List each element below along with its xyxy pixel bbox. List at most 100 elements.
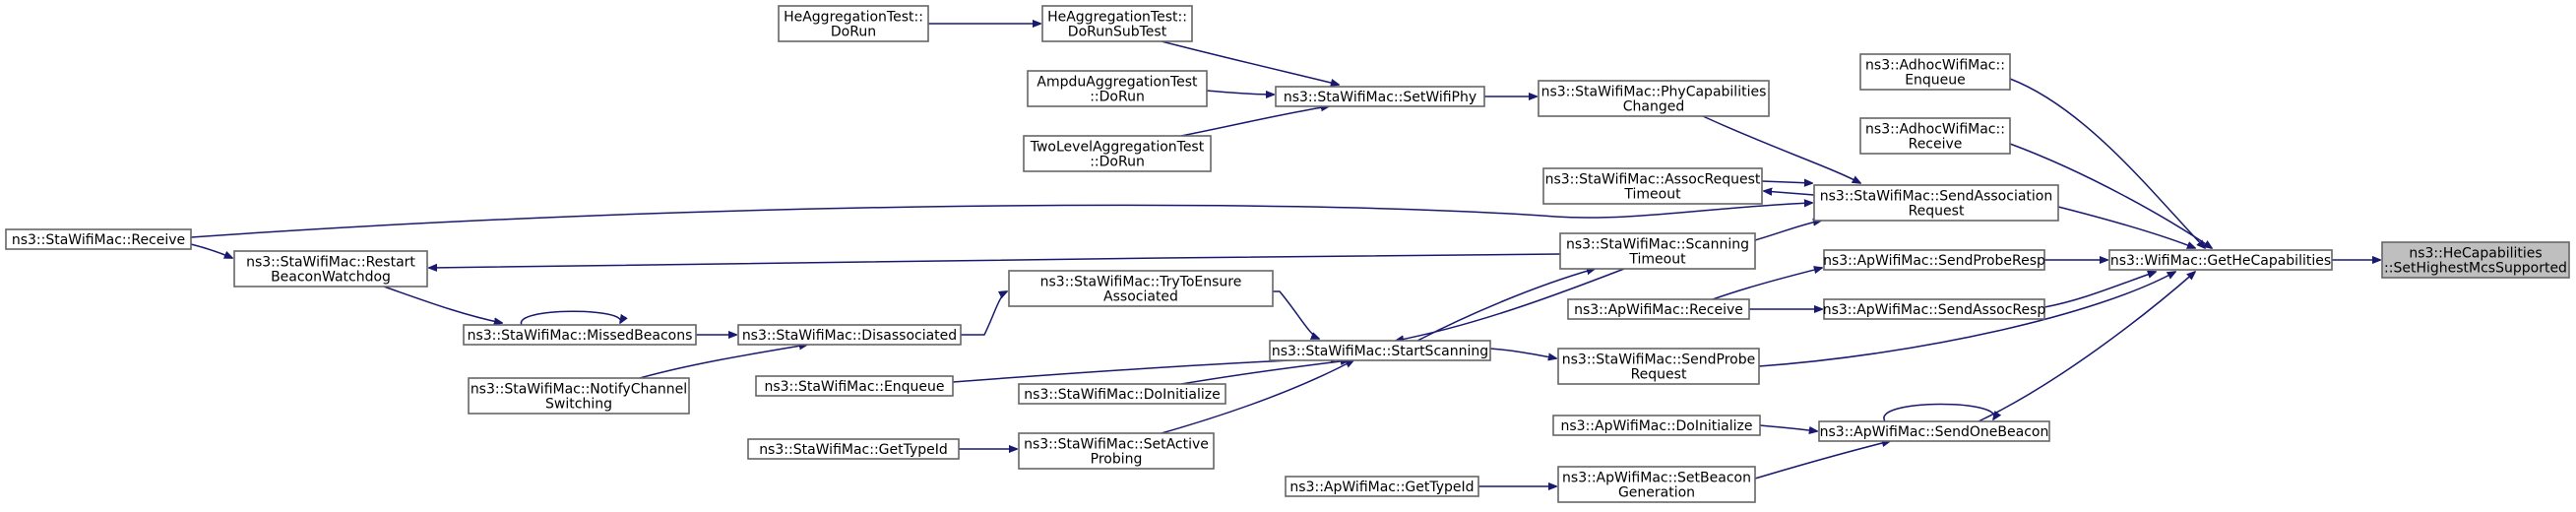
node-missed[interactable]: ns3::StaWifiMac::MissedBeacons (463, 324, 697, 346)
node-label: ::DoRun (1090, 155, 1145, 170)
node-box (1275, 86, 1485, 107)
node-probresp[interactable]: ns3::ApWifiMac::SendProbeResp (1823, 249, 2045, 271)
edge-path (1180, 106, 1329, 137)
node-assocresp[interactable]: ns3::ApWifiMac::SendAssocResp (1823, 298, 2046, 320)
node-box (1018, 383, 1226, 405)
edge-path (2009, 143, 2212, 248)
edge-phycap-to-sendassoc (1702, 115, 1860, 183)
node-startscan[interactable]: ns3::StaWifiMac::StartScanning (1269, 340, 1491, 361)
node-box (1538, 80, 1770, 117)
node-twolevel[interactable]: TwoLevelAggregationTest::DoRun (1023, 135, 1212, 172)
edge-layer (190, 24, 2380, 486)
edge-path (1489, 348, 1556, 358)
node-box (2381, 241, 2570, 279)
node-label: ns3::StaWifiMac::Receive (12, 232, 185, 248)
edge-path (1702, 115, 1860, 183)
node-sta-enq[interactable]: ns3::StaWifiMac::Enqueue (755, 375, 954, 397)
node-sta-doinit[interactable]: ns3::StaWifiMac::DoInitialize (1018, 383, 1226, 405)
node-label: Changed (1623, 99, 1685, 115)
node-label: ::DoRun (1090, 90, 1145, 105)
node-label: TwoLevelAggregationTest (1030, 140, 1205, 156)
edge-scantimeout-to-sendassoc (1754, 221, 1821, 241)
node-adhoc-enq[interactable]: ns3::AdhocWifiMac::Enqueue (1859, 53, 2011, 91)
node-label: Timeout (1623, 187, 1681, 203)
node-label: HeAggregationTest:: (784, 10, 923, 26)
node-label: ns3::ApWifiMac::SendProbeResp (1823, 253, 2045, 269)
edge-ap_rcv-to-probresp (1712, 268, 1822, 300)
edge-assoctimeout-to-sendassoc (1761, 181, 1812, 183)
edge-sta_enq-to-startscan (952, 358, 1339, 383)
node-ap-gettype[interactable]: ns3::ApWifiMac::GetTypeId (1285, 476, 1479, 497)
edge-sendassoc-to-gethe (2057, 206, 2195, 248)
node-subtest[interactable]: HeAggregationTest::DoRunSubTest (1041, 5, 1193, 42)
node-label: ns3::ApWifiMac::GetTypeId (1289, 480, 1474, 495)
node-label: ns3::StaWifiMac::GetTypeId (759, 442, 948, 458)
node-label: ns3::StaWifiMac::Disassociated (742, 328, 957, 344)
node-setwifiphy[interactable]: ns3::StaWifiMac::SetWifiPhy (1275, 86, 1485, 107)
node-label: ns3::StaWifiMac::Restart (246, 255, 415, 271)
node-label: ns3::StaWifiMac::MissedBeacons (468, 328, 693, 344)
node-disassoc[interactable]: ns3::StaWifiMac::Disassociated (737, 324, 962, 346)
node-label: Enqueue (1905, 73, 1966, 89)
edge-startscan-to-sendprobe (1489, 348, 1556, 358)
edge-path (1764, 191, 1815, 195)
node-label: ns3::ApWifiMac::SendAssocResp (1823, 302, 2046, 318)
node-box (1552, 415, 1761, 436)
node-label: Timeout (1628, 252, 1686, 268)
edge-adhoc_rcv-to-gethe (2009, 143, 2212, 248)
node-setmcs[interactable]: ns3::HeCapabilities::SetHighestMcsSuppor… (2381, 241, 2570, 279)
node-onebeacon[interactable]: ns3::ApWifiMac::SendOneBeacon (1818, 420, 2050, 442)
node-box (1567, 298, 1750, 320)
node-hedorun[interactable]: HeAggregationTest::DoRun (778, 5, 929, 42)
edge-path (429, 253, 1561, 268)
node-box (1813, 184, 2059, 222)
node-label: ns3::StaWifiMac::Enqueue (764, 379, 944, 395)
node-label: Generation (1618, 485, 1695, 501)
node-label: ns3::StaWifiMac::SetWifiPhy (1284, 90, 1476, 105)
node-ap-rcv[interactable]: ns3::ApWifiMac::Receive (1567, 298, 1750, 320)
node-label: ns3::ApWifiMac::DoInitialize (1561, 418, 1753, 434)
edge-scantimeout-to-restart (429, 253, 1561, 268)
edge-subtest-to-setwifiphy (1161, 40, 1339, 85)
edge-twolevel-to-setwifiphy (1180, 106, 1329, 137)
node-ap-doinit[interactable]: ns3::ApWifiMac::DoInitialize (1552, 415, 1761, 436)
node-box (1285, 476, 1479, 497)
node-label: ns3::HeCapabilities (2409, 246, 2542, 262)
node-box (468, 377, 690, 415)
node-box (737, 324, 962, 346)
edge-path (2057, 206, 2195, 248)
node-label: Switching (545, 397, 612, 413)
node-label: ns3::StaWifiMac::PhyCapabilities (1541, 85, 1767, 100)
node-label: AmpduAggregationTest (1037, 75, 1198, 91)
node-sta-gettype[interactable]: ns3::StaWifiMac::GetTypeId (747, 438, 960, 460)
edge-path (1180, 360, 1349, 385)
node-sta-rcv[interactable]: ns3::StaWifiMac::Receive (5, 228, 192, 250)
edge-disassoc-to-tryensure (961, 291, 1007, 336)
node-ampdu[interactable]: AmpduAggregationTest::DoRun (1027, 70, 1208, 107)
edge-ap_doinit-to-onebeacon (1759, 424, 1817, 431)
node-box (755, 375, 954, 397)
node-box (2108, 249, 2333, 271)
edge-path (1161, 360, 1353, 434)
node-box (463, 324, 697, 346)
node-box (1542, 167, 1763, 205)
edge-ampdu-to-setwifiphy (1206, 90, 1274, 95)
node-box (233, 250, 428, 288)
node-adhoc-rcv[interactable]: ns3::AdhocWifiMac::Receive (1859, 117, 2011, 155)
node-gethe[interactable]: ns3::WifiMac::GetHeCapabilities (2108, 249, 2333, 271)
edge-sta_rcv-to-restart (190, 243, 232, 258)
node-box (1818, 420, 2050, 442)
node-label: ns3::WifiMac::GetHeCapabilities (2110, 253, 2331, 269)
node-label: ns3::StaWifiMac::NotifyChannel (471, 382, 687, 398)
node-label: Request (1631, 367, 1687, 383)
